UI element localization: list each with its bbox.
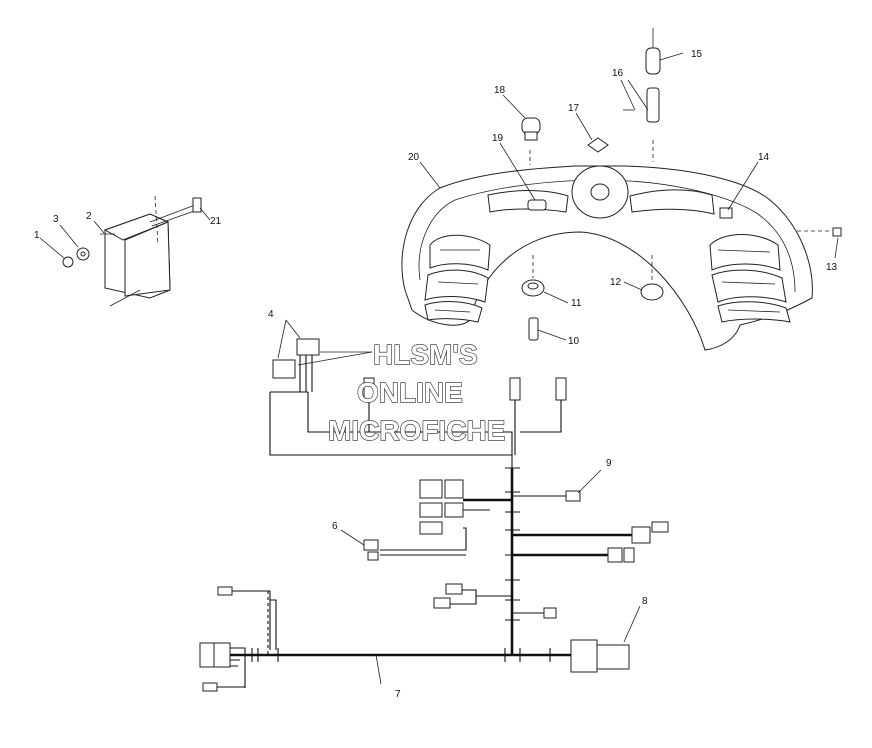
callout-9: 9	[606, 458, 612, 469]
callout-numbers: 1 2 3 4 6 7 8 9 10 11 12 13 14 15 16 17 …	[34, 49, 838, 700]
grommet-11	[521, 255, 545, 297]
left-vents	[424, 234, 491, 323]
callout-1: 1	[34, 230, 40, 241]
callout-18: 18	[494, 85, 506, 96]
connector-16	[623, 87, 660, 162]
callout-20: 20	[408, 152, 420, 163]
leader-lines	[39, 52, 839, 685]
watermark-line-2: ONLINE	[357, 377, 463, 408]
callout-19: 19	[492, 133, 504, 144]
callout-14: 14	[758, 152, 770, 163]
callout-7: 7	[395, 689, 401, 700]
callout-16: 16	[612, 68, 624, 79]
harness	[199, 338, 669, 692]
watermark-line-3: MICROFICHE	[328, 415, 505, 446]
clip-17	[587, 137, 609, 153]
bulb-15	[645, 28, 661, 75]
callout-13: 13	[826, 262, 838, 273]
callout-3: 3	[53, 214, 59, 225]
callout-15: 15	[691, 49, 703, 60]
callout-8: 8	[642, 596, 648, 607]
bolt-21	[149, 195, 202, 246]
callout-4: 4	[268, 309, 274, 320]
watermark-line-1: HLSM'S	[373, 339, 478, 370]
module-2	[100, 213, 171, 307]
screw-13	[797, 227, 842, 237]
callout-2: 2	[86, 211, 92, 222]
fuse-10	[528, 317, 539, 341]
grommet-12	[640, 255, 664, 301]
switch-18	[521, 117, 541, 165]
callout-10: 10	[568, 336, 580, 347]
callout-12: 12	[610, 277, 622, 288]
dash-panel	[401, 165, 813, 351]
watermark: HLSM'S ONLINE MICROFICHE	[327, 338, 506, 446]
washer-3	[76, 247, 90, 261]
callout-6: 6	[332, 521, 338, 532]
nut-1	[62, 256, 74, 268]
callout-11: 11	[571, 298, 582, 309]
right-vents	[709, 234, 791, 323]
callout-21: 21	[210, 216, 222, 227]
callout-17: 17	[568, 103, 580, 114]
